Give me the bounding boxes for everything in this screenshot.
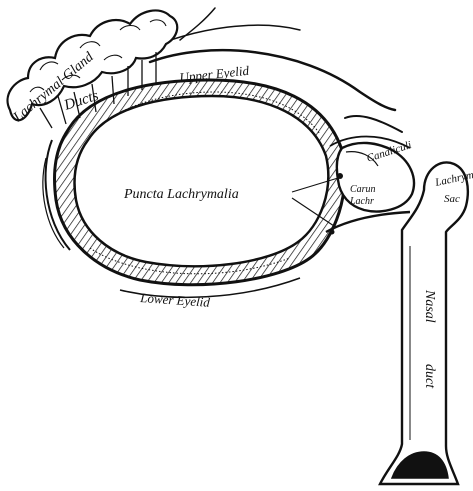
nasal-duct-label-line1: Nasal: [422, 289, 437, 323]
puncta-lachrymalia-label: Puncta Lachrymalia: [123, 187, 239, 202]
caruncula-label-line2: Lachr: [349, 196, 374, 207]
lower-eyelid-label: Lower Eyelid: [139, 290, 211, 310]
lachrymal-sac-and-nasal-duct: [380, 162, 468, 484]
caruncula-label-line1: Carun: [350, 184, 376, 195]
lachrymal-sac-label-line2: Sac: [444, 193, 460, 205]
nasal-duct-label-line2: duct: [422, 364, 437, 389]
